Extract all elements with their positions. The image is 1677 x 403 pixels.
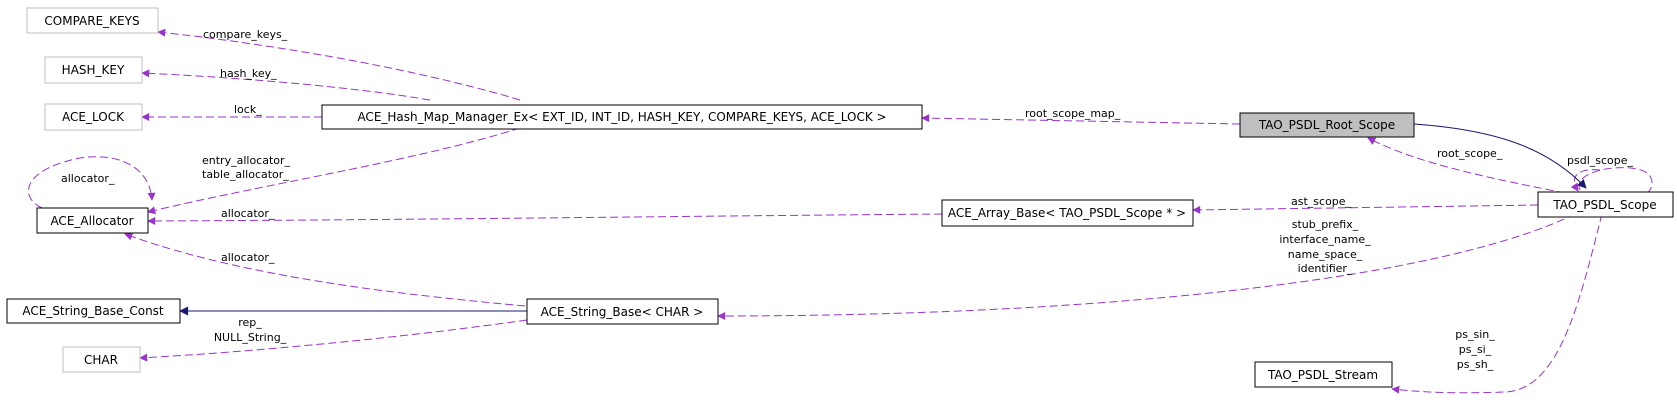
edge-label-null-string: NULL_String_ bbox=[214, 331, 287, 344]
node-ace-lock[interactable]: ACE_LOCK bbox=[44, 103, 143, 131]
edge-hash-key bbox=[141, 69, 431, 101]
edge-label-rep: rep_ bbox=[238, 316, 262, 329]
edge-compare-keys bbox=[157, 28, 521, 101]
edge-label-hash-key: hash_key_ bbox=[220, 67, 277, 80]
edge-char bbox=[139, 319, 528, 362]
edge-label-entry-allocator: entry_allocator_ bbox=[202, 154, 291, 167]
edge-label-psdl-scope: psdl_scope_ bbox=[1567, 154, 1634, 167]
edge-label-compare-keys: compare_keys_ bbox=[203, 28, 288, 41]
edge-label-interface-name: interface_name_ bbox=[1279, 233, 1371, 246]
node-psdl-stream-label: TAO_PSDL_Stream bbox=[1267, 368, 1378, 382]
edge-label-allocator-self: allocator_ bbox=[61, 172, 115, 185]
node-psdl-scope[interactable]: TAO_PSDL_Scope bbox=[1537, 191, 1674, 218]
node-compare-keys[interactable]: COMPARE_KEYS bbox=[26, 7, 159, 34]
node-string-base-const-label: ACE_String_Base_Const bbox=[22, 304, 164, 318]
node-ace-lock-label: ACE_LOCK bbox=[62, 110, 125, 124]
edge-label-name-space: name_space_ bbox=[1288, 248, 1363, 261]
node-root-scope-label: TAO_PSDL_Root_Scope bbox=[1258, 118, 1395, 132]
edge-root-scope-inherit bbox=[1413, 123, 1587, 189]
edge-label-ps-sin: ps_sin_ bbox=[1455, 328, 1495, 341]
edge-label-ast-scope: ast_scope_ bbox=[1291, 195, 1352, 208]
edge-label-allocator-array: allocator_ bbox=[221, 207, 275, 220]
node-char-label: CHAR bbox=[84, 353, 118, 367]
edge-label-table-allocator: table_allocator_ bbox=[202, 168, 289, 181]
edge-labels: compare_keys_ hash_key_ lock_ entry_allo… bbox=[61, 28, 1634, 371]
edge-allocator-self bbox=[28, 156, 156, 209]
node-hash-map-manager[interactable]: ACE_Hash_Map_Manager_Ex< EXT_ID, INT_ID,… bbox=[321, 104, 923, 130]
edge-allocator-string bbox=[124, 232, 526, 307]
edge-psdl-scope-self-arrow bbox=[1570, 169, 1601, 192]
edge-string-names bbox=[717, 213, 1576, 320]
inheritance-edges bbox=[179, 123, 1587, 316]
node-char[interactable]: CHAR bbox=[62, 346, 141, 373]
edge-psdl-stream bbox=[1391, 213, 1603, 394]
edge-root-scope bbox=[1367, 137, 1566, 194]
edge-label-root-scope-map: root_scope_map_ bbox=[1025, 107, 1121, 120]
node-hash-key-label: HASH_KEY bbox=[62, 63, 125, 77]
edge-entry-table-allocator bbox=[147, 127, 521, 215]
edges bbox=[28, 28, 1653, 394]
node-ace-allocator-label: ACE_Allocator bbox=[50, 214, 133, 228]
node-hash-map-manager-label: ACE_Hash_Map_Manager_Ex< EXT_ID, INT_ID,… bbox=[357, 110, 886, 124]
edge-label-root-scope: root_scope_ bbox=[1437, 147, 1503, 160]
edge-label-allocator-string: allocator_ bbox=[221, 251, 275, 264]
edge-ast-scope bbox=[1192, 204, 1539, 214]
node-root-scope[interactable]: TAO_PSDL_Root_Scope bbox=[1239, 112, 1415, 138]
node-compare-keys-label: COMPARE_KEYS bbox=[44, 14, 139, 28]
node-string-base[interactable]: ACE_String_Base< CHAR > bbox=[526, 298, 719, 325]
node-string-base-const[interactable]: ACE_String_Base_Const bbox=[6, 298, 181, 324]
node-string-base-label: ACE_String_Base< CHAR > bbox=[541, 305, 704, 319]
edge-root-scope-map bbox=[921, 114, 1241, 125]
edge-label-ps-si: ps_si_ bbox=[1459, 343, 1492, 356]
node-ace-allocator[interactable]: ACE_Allocator bbox=[36, 207, 149, 234]
edge-label-ps-sh: ps_sh_ bbox=[1457, 358, 1494, 371]
node-hash-key[interactable]: HASH_KEY bbox=[44, 56, 143, 84]
node-array-base[interactable]: ACE_Array_Base< TAO_PSDL_Scope * > bbox=[941, 199, 1194, 227]
edge-label-lock: lock_ bbox=[234, 103, 262, 116]
edge-label-identifier: identifier_ bbox=[1298, 262, 1353, 275]
edge-psdl-scope-self bbox=[1578, 167, 1653, 201]
node-psdl-scope-label: TAO_PSDL_Scope bbox=[1552, 198, 1656, 212]
edge-label-stub-prefix: stub_prefix_ bbox=[1292, 218, 1359, 231]
node-psdl-stream[interactable]: TAO_PSDL_Stream bbox=[1254, 361, 1393, 388]
node-array-base-label: ACE_Array_Base< TAO_PSDL_Scope * > bbox=[948, 206, 1186, 220]
